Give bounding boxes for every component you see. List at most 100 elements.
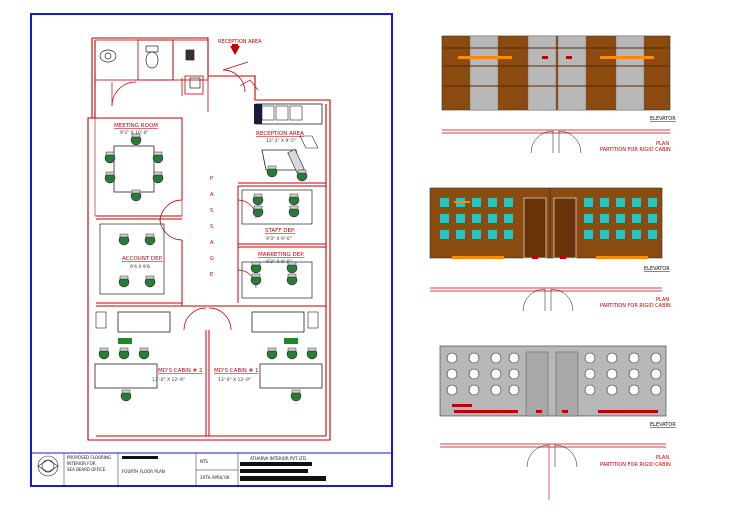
- chair-icon: [288, 193, 300, 206]
- sofa: [255, 103, 323, 125]
- account-dep-dims: 9'4 X 9'8: [130, 264, 150, 270]
- porthole-panels: [446, 352, 662, 396]
- passage-letter: A: [210, 240, 214, 246]
- porthole: [446, 352, 458, 364]
- reception-area-label: RECEPTION AREA: [218, 39, 262, 45]
- toilet-block: [94, 39, 209, 112]
- glass-panel: [504, 214, 513, 223]
- reception-room: RECEPTION AREA 12'-3" X 9'-5": [254, 103, 323, 174]
- north-arrow-icon: [37, 455, 59, 477]
- plan-label: PLAN: [656, 297, 669, 303]
- company-name: ATHARVA INTERIOR PVT LTD: [250, 456, 306, 461]
- chair-icon: [152, 151, 164, 164]
- title-block: PROPOSED FLOORING INTERIOR FOR SEA BEARD…: [31, 452, 392, 486]
- glass-panel: [472, 230, 481, 239]
- account-dep-title: ACCOUNT DEP.: [122, 256, 163, 262]
- scale-value: NTS: [200, 459, 208, 464]
- partition-label: PARTITION FOR RIGID CABIN: [600, 303, 671, 309]
- md-cabin-1-title: MD'S CABIN # 1: [214, 368, 258, 374]
- chair-icon: [296, 169, 308, 182]
- glass-panel: [632, 230, 641, 239]
- chair-icon: [118, 275, 130, 288]
- elevation-label: ELEVATOR: [650, 116, 676, 122]
- chair-icon: [290, 389, 302, 402]
- glass-panel: [648, 198, 657, 207]
- glass-panel: [504, 230, 513, 239]
- porthole: [650, 384, 662, 396]
- elevation-label: ELEVATOR: [650, 422, 676, 428]
- plan-label: PLAN: [656, 455, 669, 461]
- partition-plan: [440, 443, 666, 500]
- glass-panel: [456, 214, 465, 223]
- porthole: [584, 352, 596, 364]
- glass-panel: [616, 198, 625, 207]
- porthole: [628, 384, 640, 396]
- partition-label: PARTITION FOR RIGID CABIN: [600, 462, 671, 468]
- porthole: [628, 368, 640, 380]
- account-desk: [99, 223, 165, 295]
- porthole: [490, 368, 502, 380]
- porthole: [606, 352, 618, 364]
- md-cabin-2-title: MD'S CABIN # 2: [158, 368, 202, 374]
- partition-plan: [442, 129, 670, 154]
- glass-panel: [488, 230, 497, 239]
- md-cabin-2: MD'S CABIN # 2 13'-0" X 12'-9": [94, 311, 202, 389]
- porthole: [446, 384, 458, 396]
- glass-panel: [616, 214, 625, 223]
- glass-panel: [440, 198, 449, 207]
- glass-panel: [616, 230, 625, 239]
- porthole: [490, 384, 502, 396]
- passage-letter: A: [210, 192, 214, 198]
- glass-panel: [488, 198, 497, 207]
- elevation-label: ELEVATOR: [644, 266, 670, 272]
- glass-panel: [584, 230, 593, 239]
- cabin-sofa: [251, 311, 305, 333]
- chair-icon: [152, 171, 164, 184]
- chair-icon: [266, 165, 278, 178]
- plan-label: PLAN: [656, 141, 669, 147]
- glass-panel: [648, 214, 657, 223]
- porthole: [468, 368, 480, 380]
- porthole: [606, 368, 618, 380]
- chair-icon: [118, 233, 130, 246]
- cabin-plant: [284, 338, 298, 344]
- passage-letter: G: [210, 256, 214, 262]
- chair-icon: [104, 151, 116, 164]
- porthole: [490, 352, 502, 364]
- marketing-dep-dims: 9'3" X 9'-0": [266, 259, 292, 265]
- passage-letter: E: [210, 272, 213, 278]
- chair-icon: [250, 273, 262, 286]
- porthole: [650, 352, 662, 364]
- account-dep: ACCOUNT DEP. 9'4 X 9'8: [99, 223, 165, 295]
- marketing-desk: [241, 261, 313, 299]
- chair-icon: [130, 189, 142, 202]
- chairs-layer: [98, 133, 318, 402]
- chair-icon: [252, 193, 264, 206]
- reception-area-callout: RECEPTION AREA: [218, 39, 262, 55]
- door-swings-top: [111, 61, 259, 107]
- reception-room-title: RECEPTION AREA: [256, 131, 304, 137]
- partition-label: PARTITION FOR RIGID CABIN: [600, 147, 671, 153]
- staff-dep: STAFF DEP. 9'3" X 9'-0": [241, 189, 313, 242]
- glass-panel: [504, 198, 513, 207]
- porthole: [508, 384, 520, 396]
- entry-arrow-icon: [230, 46, 240, 55]
- conference-table: [113, 145, 155, 193]
- chair-icon: [286, 261, 298, 274]
- glass-panel: [472, 214, 481, 223]
- toilet-fixtures: [99, 45, 201, 89]
- md-cabin-1: MD'S CABIN # 1 13'-0" X 12'-9": [214, 311, 323, 389]
- staff-dep-title: STAFF DEP.: [265, 228, 295, 234]
- passage-letter: P: [210, 176, 213, 182]
- door-swings-interior: [159, 199, 257, 331]
- glass-panel: [472, 198, 481, 207]
- glass-panels: [440, 198, 657, 239]
- project-name-line3: SEA BEARD OFFICE: [67, 467, 106, 472]
- porthole: [606, 384, 618, 396]
- project-name-line2: INTERIOR FOR: [67, 461, 96, 466]
- project-name-line1: PROPOSED FLOORING: [67, 455, 111, 460]
- chair-icon: [306, 347, 318, 360]
- chair-icon: [144, 233, 156, 246]
- glass-panel: [488, 214, 497, 223]
- cabin-sofa: [117, 311, 171, 333]
